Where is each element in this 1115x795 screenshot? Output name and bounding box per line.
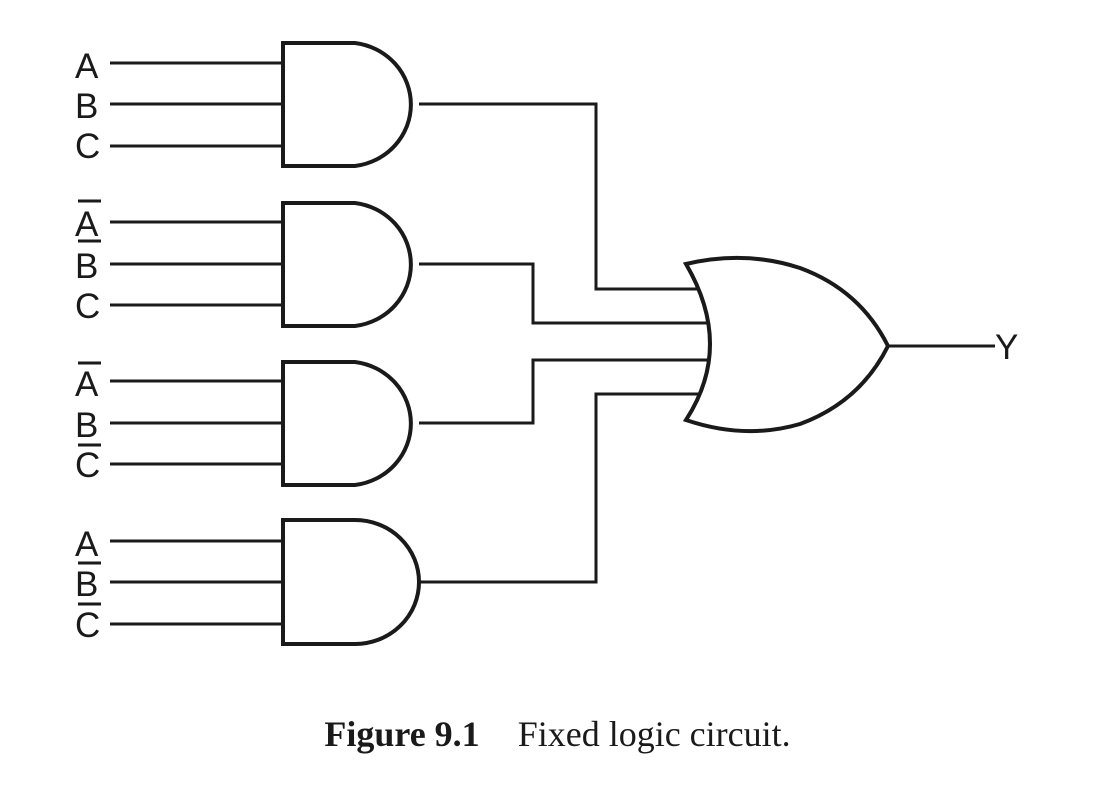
gate4-input-c-label: C (75, 606, 100, 645)
gate1-input-a-label: A (75, 47, 99, 86)
and-gate-4: A B C (75, 518, 421, 646)
and-gate-3: A B C (75, 360, 413, 487)
gate2-input-b-label: B (75, 247, 98, 286)
gate2-input-a-label: A (75, 205, 99, 244)
gate1-input-b-label: B (75, 87, 98, 126)
and-gate-1: A B C (75, 41, 413, 168)
gate1-to-or-wire (419, 102, 702, 291)
figure-caption-text: Fixed logic circuit. (517, 714, 791, 754)
and-gate-4-body (281, 518, 421, 646)
gate2-to-or-wire (419, 262, 713, 325)
output-label: Y (995, 328, 1018, 367)
gate1-input-c-label: C (75, 127, 100, 166)
gate3-input-a-label: A (75, 365, 99, 404)
and-gate-2-body (281, 201, 413, 328)
gate4-to-or-wire (419, 392, 702, 584)
gate3-input-c-label: C (75, 446, 100, 485)
gate4-input-b-label: B (75, 565, 98, 604)
gate4-input-a-label: A (75, 525, 99, 564)
and-gate-1-body (281, 41, 413, 168)
gate2-input-c-label: C (75, 287, 100, 326)
or-gate-body (682, 255, 891, 434)
and-gate-3-body (281, 360, 413, 487)
figure-caption: Figure 9.1 Fixed logic circuit. (0, 713, 1115, 755)
gate3-input-b-label: B (75, 406, 98, 445)
gate3-to-or-wire (419, 358, 713, 425)
and-gate-2: A B C (75, 199, 413, 328)
figure-number: Figure 9.1 (324, 714, 480, 754)
